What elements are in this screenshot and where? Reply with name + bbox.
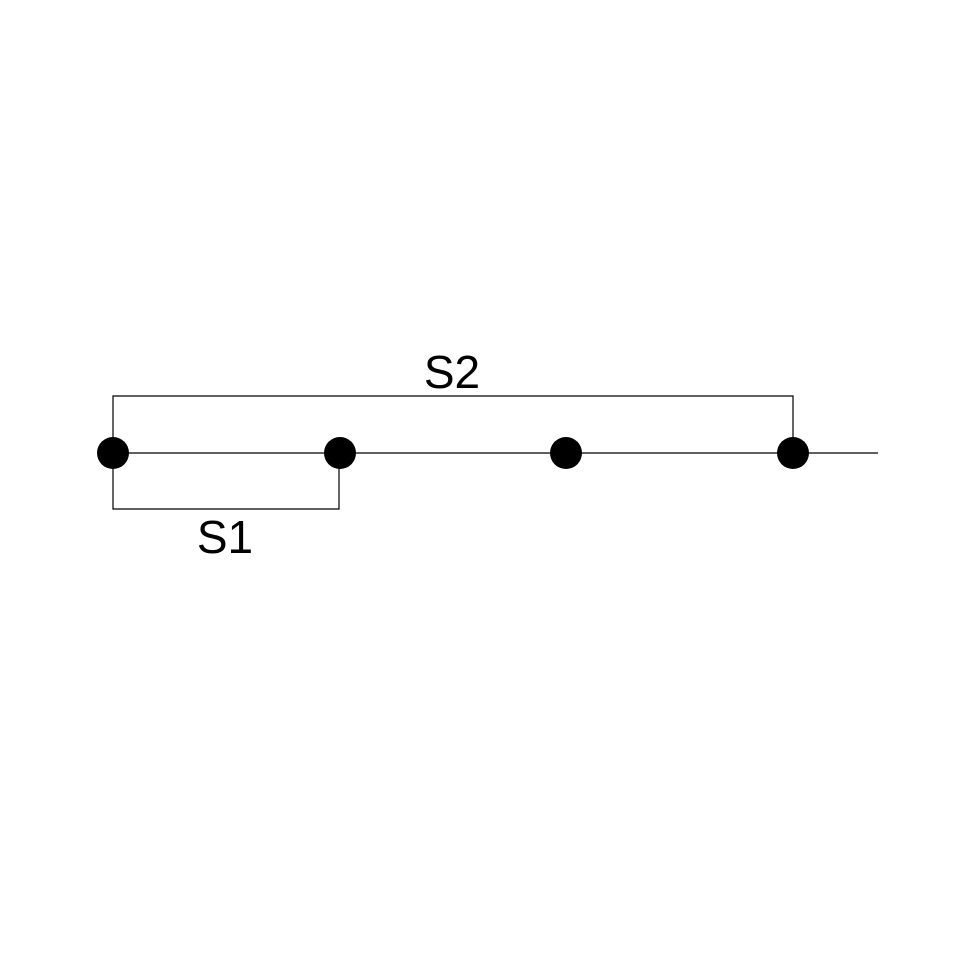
node-3 [550,437,582,469]
s1-bracket [112,453,340,510]
s2-bracket [112,395,794,453]
node-2 [324,437,356,469]
s2-label: S2 [424,346,480,398]
node-1 [97,437,129,469]
node-4 [777,437,809,469]
s1-label: S1 [197,511,253,563]
